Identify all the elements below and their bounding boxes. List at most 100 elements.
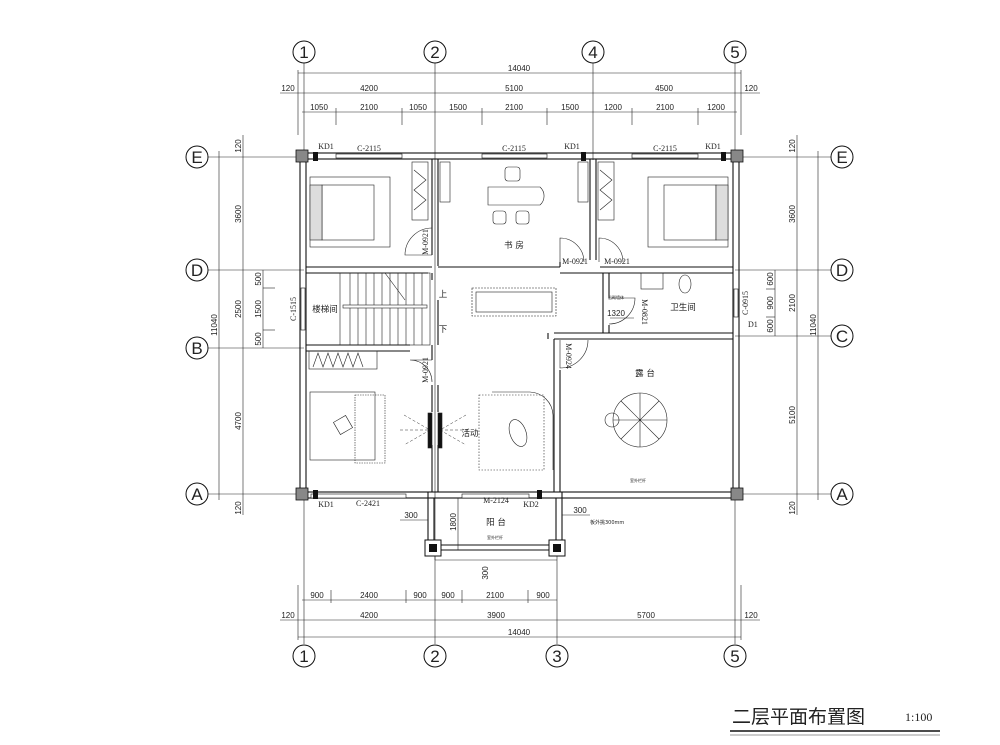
- svg-text:11040: 11040: [210, 314, 219, 336]
- staircase: [339, 272, 431, 346]
- axis-bubble-left-D: D: [185, 258, 209, 282]
- svg-text:3600: 3600: [234, 205, 243, 223]
- bathroom-fixtures: [640, 272, 692, 294]
- svg-text:KD1: KD1: [318, 500, 334, 509]
- svg-text:900: 900: [441, 591, 455, 600]
- svg-text:2: 2: [430, 647, 439, 666]
- terrace-umbrella: [604, 392, 668, 448]
- svg-text:4200: 4200: [360, 84, 378, 93]
- living-sofa-rug: [478, 391, 554, 471]
- svg-text:2100: 2100: [788, 294, 797, 312]
- svg-text:14040: 14040: [508, 628, 531, 637]
- svg-text:120: 120: [281, 611, 295, 620]
- axis-bubble-bottom-5: 5: [723, 644, 747, 668]
- svg-text:2100: 2100: [486, 591, 504, 600]
- dimensions-right: 120 3600 2100 5100 120 11040 600 900 600: [766, 135, 819, 515]
- svg-text:M-0821: M-0821: [640, 299, 649, 325]
- svg-text:后砌墙体: 后砌墙体: [608, 294, 624, 300]
- wardrobe-1: [411, 161, 429, 221]
- room-balcony-label: 阳 台: [486, 517, 506, 528]
- axis-bubble-left-A: A: [185, 482, 209, 506]
- drawing-scale: 1:100: [905, 710, 932, 724]
- bedroom-3-bed: [309, 391, 386, 464]
- svg-text:1500: 1500: [254, 300, 263, 318]
- room-terrace-label: 露 台: [635, 368, 655, 379]
- svg-text:A: A: [191, 485, 203, 504]
- svg-text:4: 4: [588, 43, 597, 62]
- room-bath-label: 卫生间: [670, 302, 696, 313]
- furniture: [308, 161, 729, 471]
- axis-lines: [208, 63, 831, 644]
- svg-text:120: 120: [234, 501, 243, 515]
- svg-text:4500: 4500: [655, 84, 673, 93]
- wardrobe-3: [308, 350, 378, 370]
- svg-text:M-0921: M-0921: [604, 257, 630, 266]
- svg-text:C-2421: C-2421: [356, 499, 380, 508]
- axis-bubble-top-2: 2: [423, 40, 447, 64]
- svg-text:板外挑300mm: 板外挑300mm: [590, 519, 624, 526]
- svg-text:600: 600: [766, 319, 775, 333]
- svg-text:M-0921: M-0921: [562, 257, 588, 266]
- study-desk: [439, 161, 589, 225]
- svg-text:5100: 5100: [505, 84, 523, 93]
- svg-text:120: 120: [744, 611, 758, 620]
- svg-text:300: 300: [481, 566, 490, 580]
- svg-text:2500: 2500: [234, 300, 243, 318]
- wardrobe-2: [597, 161, 615, 221]
- svg-text:C: C: [836, 327, 848, 346]
- svg-text:2100: 2100: [505, 103, 523, 112]
- axis-bubble-right-A: A: [830, 482, 854, 506]
- svg-text:120: 120: [788, 139, 797, 153]
- svg-text:M-0921: M-0921: [421, 357, 430, 383]
- hall-cabinet: [471, 287, 557, 317]
- room-labels: 书 房 楼梯间 卫生间 露 台 阳 台 活动 上 下: [312, 240, 696, 528]
- svg-text:1050: 1050: [310, 103, 328, 112]
- svg-text:E: E: [836, 148, 847, 167]
- svg-text:B: B: [191, 339, 202, 358]
- svg-text:600: 600: [766, 272, 775, 286]
- dimensions-bottom: 900 2400 900 900 2100 900 120 4200 3900 …: [280, 585, 760, 640]
- svg-text:3600: 3600: [788, 205, 797, 223]
- svg-text:2100: 2100: [656, 103, 674, 112]
- axis-bubble-top-5: 5: [723, 40, 747, 64]
- axis-bubble-left-B: B: [185, 336, 209, 360]
- svg-text:5: 5: [730, 647, 739, 666]
- svg-text:1500: 1500: [561, 103, 579, 112]
- svg-text:KD1: KD1: [318, 142, 334, 151]
- axis-bubbles: 1 2 4 5 1 2 3 5 E D B A E D C A: [185, 40, 854, 668]
- room-stair-label: 楼梯间: [312, 304, 338, 315]
- svg-text:120: 120: [234, 139, 243, 153]
- svg-text:室外栏杆: 室外栏杆: [630, 477, 646, 483]
- svg-text:900: 900: [536, 591, 550, 600]
- svg-text:1: 1: [299, 43, 308, 62]
- svg-text:KD1: KD1: [564, 142, 580, 151]
- svg-text:500: 500: [254, 332, 263, 346]
- svg-text:C-2115: C-2115: [502, 144, 526, 153]
- svg-text:900: 900: [310, 591, 324, 600]
- svg-text:300: 300: [404, 511, 418, 520]
- bedroom-1-bed: [309, 176, 391, 248]
- axis-bubble-bottom-3: 3: [545, 644, 569, 668]
- dimensions-left: 120 3600 2500 4700 120 11040 500 1500 50…: [210, 135, 275, 515]
- svg-text:C-0915: C-0915: [741, 291, 750, 315]
- axis-bubble-right-E: E: [830, 145, 854, 169]
- svg-text:2: 2: [430, 43, 439, 62]
- drawing-title-block: 二层平面布置图 1:100: [730, 706, 940, 736]
- opening-labels: C-2115 C-2115 C-2115 KD1 KD1 KD1 C-1515 …: [289, 142, 758, 509]
- svg-text:5700: 5700: [637, 611, 655, 620]
- svg-text:1050: 1050: [409, 103, 427, 112]
- svg-text:14040: 14040: [508, 64, 531, 73]
- svg-text:1500: 1500: [449, 103, 467, 112]
- svg-text:M-2124: M-2124: [483, 496, 509, 505]
- svg-text:3900: 3900: [487, 611, 505, 620]
- drawing-title: 二层平面布置图: [732, 706, 865, 728]
- svg-text:300: 300: [573, 506, 587, 515]
- svg-text:120: 120: [744, 84, 758, 93]
- windows: [300, 152, 739, 499]
- svg-text:120: 120: [281, 84, 295, 93]
- svg-text:C-2115: C-2115: [357, 144, 381, 153]
- svg-text:1200: 1200: [707, 103, 725, 112]
- svg-text:4700: 4700: [234, 412, 243, 430]
- svg-text:2400: 2400: [360, 591, 378, 600]
